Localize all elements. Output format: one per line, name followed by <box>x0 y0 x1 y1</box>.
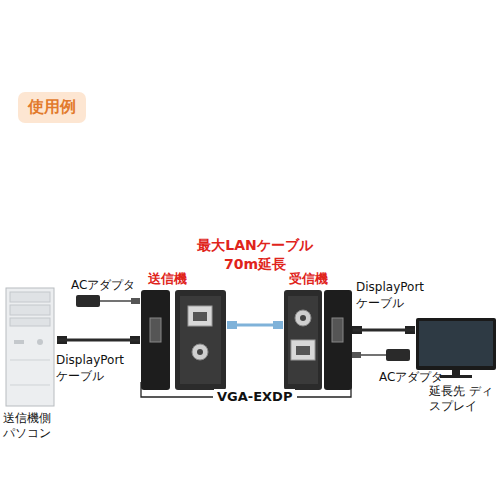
cable-connector <box>353 329 415 332</box>
part-label: ACアダプタ <box>68 278 138 293</box>
display-monitor <box>416 318 496 378</box>
ac-adapter <box>352 349 410 361</box>
cable-label: DisplayPort ケーブル <box>356 279 434 311</box>
device-label: 受信機 <box>289 271 349 287</box>
device-label: 送信機側 パソコン <box>3 411 65 441</box>
cable-connector <box>227 324 283 327</box>
receiver-unit <box>284 290 352 390</box>
ac-adapter <box>76 295 140 307</box>
model-name: VGA-EXDP <box>214 389 295 405</box>
device-node: 送信機 <box>140 290 227 390</box>
transmitter-unit <box>141 290 226 390</box>
device-node: 送信機側 パソコン <box>5 287 57 407</box>
cable-connector <box>57 339 140 342</box>
part-label: ACアダプタ <box>376 370 446 385</box>
device-label: 送信機 <box>148 271 208 287</box>
cable-label: DisplayPort ケーブル <box>56 352 134 384</box>
title-badge: 使用例 <box>18 92 86 123</box>
pc-tower <box>6 288 54 406</box>
device-node: 受信機 <box>283 290 353 390</box>
device-label: 延長先 ディスプレイ <box>429 384 500 414</box>
cable-label: 最大LANケーブル 70m延長 <box>185 236 325 274</box>
device-node: 延長先 ディスプレイ <box>415 318 497 379</box>
